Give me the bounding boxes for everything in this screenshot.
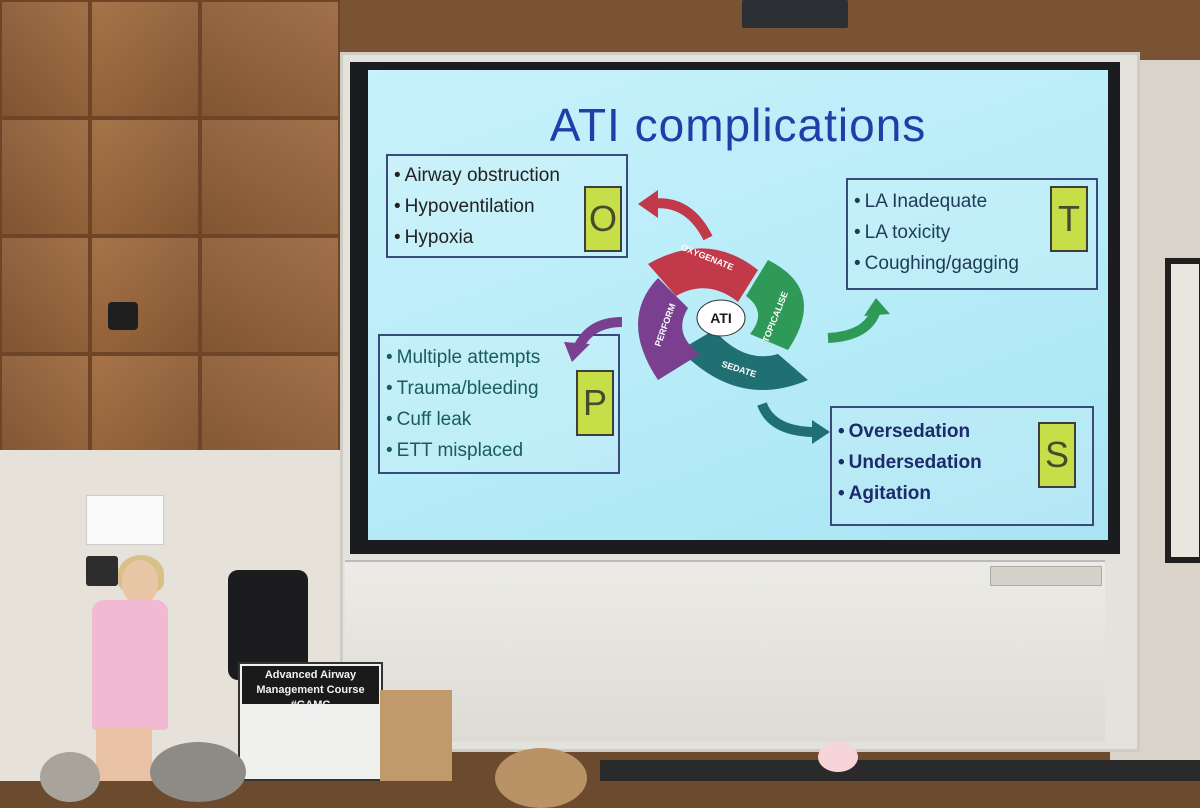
arrow-head-p: [564, 342, 590, 362]
audience-head: [150, 742, 246, 802]
list-item: Hypoventilation: [394, 191, 626, 222]
list-item: Coughing/gagging: [854, 248, 1096, 279]
presenter-pink-suit: [92, 600, 168, 730]
slide-title: ATI complications: [549, 99, 927, 151]
list-item: ETT misplaced: [386, 435, 618, 466]
list-item: LA Inadequate: [854, 186, 1096, 217]
arrow-to-s: [757, 402, 817, 437]
sedate-segment: [680, 330, 808, 390]
arrow-head-o: [638, 190, 658, 218]
presenter-head: [122, 560, 158, 604]
whiteboard-handle: [990, 566, 1102, 586]
list-item: Cuff leak: [386, 404, 618, 435]
topicalise-segment: [746, 260, 804, 350]
oxygenate-segment: [648, 248, 758, 302]
ati-center: [696, 299, 746, 337]
oxygenate-complications-box: Airway obstruction Hypoventilation Hypox…: [386, 154, 628, 258]
list-item: Undersedation: [838, 447, 1092, 478]
letter-badge-s: S: [1038, 422, 1076, 488]
list-item: Multiple attempts: [386, 342, 618, 373]
whiteboard-lower-panel: [345, 560, 1105, 742]
letter-badge-p: P: [576, 370, 614, 436]
slide: ATI complications Airway obstruction Hyp…: [368, 70, 1108, 540]
lectern-label-line-2: Management Course #GAMC: [256, 684, 365, 711]
arrow-to-o: [649, 198, 713, 241]
perform-complications-box: Multiple attempts Trauma/bleeding Cuff l…: [378, 334, 620, 474]
perform-segment: [638, 278, 700, 380]
arrow-head-t: [864, 298, 890, 316]
cycle-center-label: ATI: [710, 310, 732, 326]
panel-table: [600, 760, 1200, 781]
list-item: Hypoxia: [394, 222, 626, 253]
letter-badge-t: T: [1050, 186, 1088, 252]
lectern-label-line-1: Advanced Airway: [264, 669, 357, 681]
cycle-arrows: [564, 190, 890, 444]
list-item: Trauma/bleeding: [386, 373, 618, 404]
list-item: Oversedation: [838, 416, 1092, 447]
wall-notice: [86, 495, 164, 545]
audience-head: [40, 752, 100, 802]
lectern-desk: [380, 690, 452, 781]
wall-frame: [1165, 258, 1200, 563]
flower-arrangement: [818, 742, 858, 772]
audience-head: [495, 748, 587, 808]
lectern-banner: Advanced Airway Management Course #GAMC: [242, 666, 379, 711]
topicalise-complications-box: LA Inadequate LA toxicity Coughing/gaggi…: [846, 178, 1098, 290]
ceiling-speaker: [742, 0, 848, 28]
security-camera: [108, 302, 138, 330]
wall-phone: [86, 556, 118, 586]
wood-panel-wall: [0, 0, 340, 470]
letter-badge-o: O: [584, 186, 622, 252]
list-item: LA toxicity: [854, 217, 1096, 248]
sedate-complications-box: Oversedation Undersedation Agitation S: [830, 406, 1094, 526]
arrow-head-s: [812, 420, 830, 444]
list-item: Agitation: [838, 478, 1092, 509]
office-chair: [228, 570, 308, 680]
ati-cycle-diagram: ATI OXYGENATE TOPICALISE SEDATE PERFORM: [638, 242, 808, 390]
list-item: Airway obstruction: [394, 160, 626, 191]
presenter-legs: [96, 728, 152, 781]
